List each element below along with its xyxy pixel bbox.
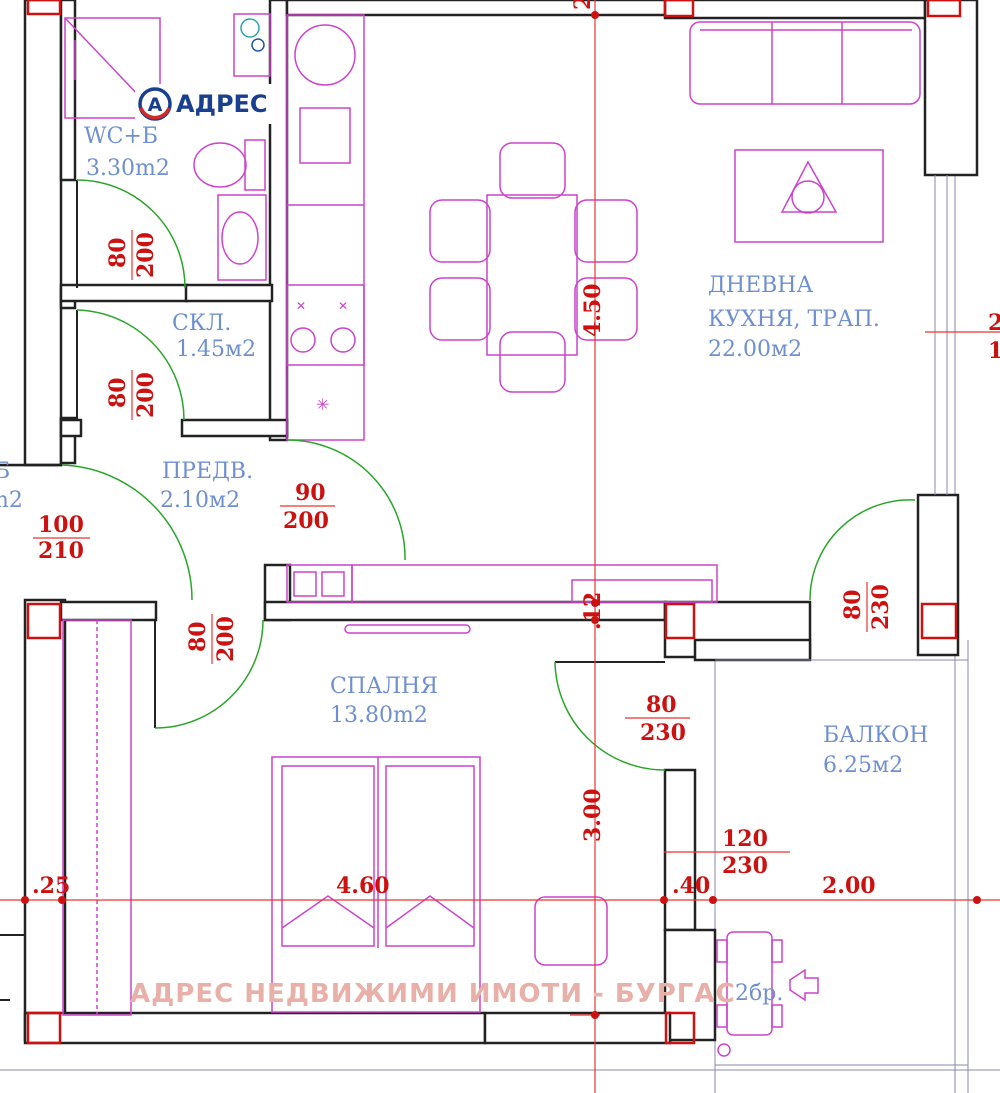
entrance-door-height: 210 (38, 538, 84, 564)
svg-text:✕: ✕ (338, 299, 348, 313)
living-door-height: 200 (283, 508, 329, 534)
living-name-1: ДНЕВНА (708, 273, 813, 298)
wc-name: WC+Б (84, 124, 158, 149)
storage-door-height: 200 (133, 372, 159, 418)
bedroom-area: 13.80m2 (330, 703, 428, 728)
storage-door-width: 80 (105, 377, 131, 408)
walls (0, 0, 979, 1066)
balcony-area: 6.25м2 (823, 753, 903, 778)
svg-text:A: A (148, 94, 163, 116)
top-partial-dim: 2 (570, 0, 596, 10)
hall-name: ПРЕДВ. (162, 459, 253, 484)
left-wall-dim: .25 (32, 873, 70, 899)
left-partial-area: m2 (0, 488, 23, 513)
living-area: 22.00м2 (708, 337, 802, 362)
bedroom-door-width: 80 (185, 621, 211, 652)
living-door-width: 90 (295, 480, 326, 506)
bedroom-balcony-door-height: 230 (640, 720, 686, 746)
bedroom-vertical-dim: 3.00 (580, 788, 606, 842)
bedroom-width-dim: 4.60 (336, 873, 390, 899)
right-partial-dim-1: 2 (988, 310, 1000, 336)
living-name-2: КУХНЯ, ТРАП. (708, 307, 880, 332)
door-dimensions: 80 200 80 200 100 210 90 200 80 200 80 2… (33, 230, 894, 879)
wc-area: 3.30m2 (86, 156, 170, 181)
partition-dim: .40 (672, 873, 710, 899)
svg-text:✕: ✕ (296, 299, 306, 313)
living-balcony-door-height: 230 (868, 584, 894, 630)
left-partial-name: Б (0, 459, 10, 484)
furniture: ✕ ✕ ✳ (62, 13, 921, 1057)
overall-dimensions: 4.50 .12 3.00 2 4.60 .25 .40 2.00 2 1 (32, 0, 1000, 899)
wall-thickness-dim: .12 (580, 592, 606, 630)
room-labels: WC+Б 3.30m2 СКЛ. 1.45м2 ДНЕВНА КУХНЯ, ТР… (0, 124, 928, 778)
entrance-door-width: 100 (38, 512, 84, 538)
wc-door-height: 200 (133, 232, 159, 278)
ac-unit-label: 2бр. (735, 981, 783, 1006)
watermark: АДРЕС НЕДВИЖИМИ ИМОТИ - БУРГАС (130, 979, 736, 1009)
logo-mark-icon: A (138, 87, 172, 121)
logo-text: АДРЕС (176, 90, 268, 118)
balcony-name: БАЛКОН (823, 723, 928, 748)
bedroom-name: СПАЛНЯ (330, 674, 438, 699)
storage-area: 1.45м2 (176, 337, 256, 362)
right-partial-dim-2: 1 (988, 338, 1000, 364)
doors (61, 179, 916, 771)
bedroom-door-height: 200 (213, 616, 239, 662)
hall-area: 2.10м2 (160, 488, 240, 513)
living-vertical-dim: 4.50 (580, 283, 606, 337)
storage-name: СКЛ. (172, 311, 231, 336)
balcony-window-width: 120 (722, 826, 768, 852)
svg-text:✳: ✳ (316, 395, 329, 414)
living-balcony-door-width: 80 (840, 589, 866, 620)
logo: A АДРЕС (135, 84, 273, 124)
balcony-window-height: 230 (722, 853, 768, 879)
balcony-width-dim: 2.00 (822, 873, 876, 899)
structural-columns (26, 0, 962, 1045)
bedroom-balcony-door-width: 80 (646, 692, 677, 718)
wc-door-width: 80 (105, 237, 131, 268)
